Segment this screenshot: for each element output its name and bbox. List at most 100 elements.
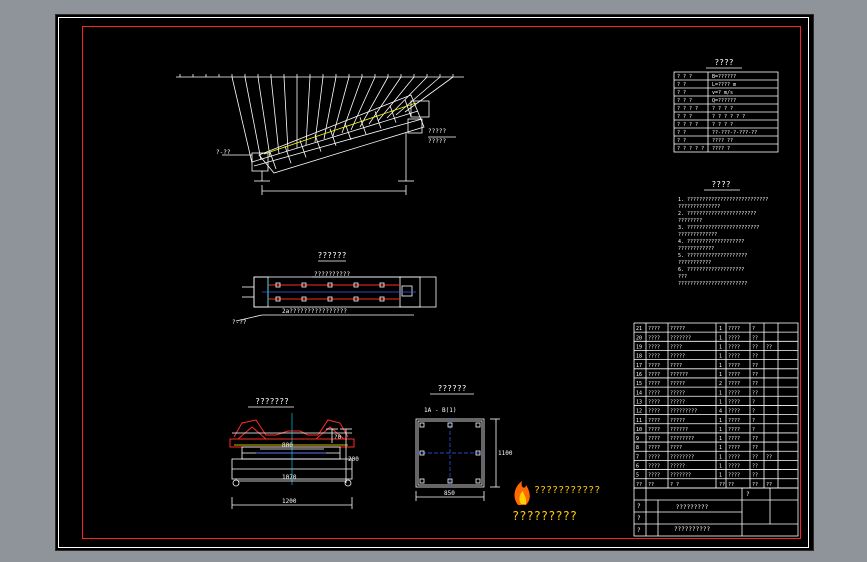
specs-key: ? ?	[677, 90, 686, 96]
bom-cell: ?	[752, 326, 755, 332]
notes-title: ????	[711, 180, 730, 189]
watermark: ??????????? ?????????	[512, 481, 600, 523]
bom-cell: 18	[636, 354, 642, 360]
specs-key: ? ? ?	[677, 114, 692, 120]
bom-cell: ??	[752, 390, 758, 396]
note-line: 5. ????????????????????	[678, 253, 747, 259]
section-b-height-dim: 1100	[498, 450, 513, 457]
bom-row: 20???????????1??????	[636, 335, 758, 341]
bom-cell: 6	[636, 464, 639, 470]
bom-cell: ????	[728, 354, 740, 360]
plan-bottom-dim: 2a????????????????	[282, 308, 347, 315]
bom-cell: ??	[719, 482, 725, 488]
bom-cell: 1	[719, 445, 722, 451]
bom-cell: ????	[648, 427, 660, 433]
bom-cell: 1	[719, 372, 722, 378]
cad-viewport[interactable]: ?-?? ????? ????? ?????? ?????????? 2a???…	[55, 14, 814, 551]
bom-cell: ?	[752, 427, 755, 433]
bom-cell: 20	[636, 335, 642, 341]
bom-cell: ????????	[670, 436, 694, 442]
bom-row: 19????????1????????	[636, 344, 772, 350]
bom-cell: ?????????	[670, 409, 697, 415]
bom-row: 18?????????1??????	[636, 354, 758, 360]
bom-cell: 5	[636, 473, 639, 479]
bom-cell: ??	[752, 454, 758, 460]
bom-cell: ?????	[670, 390, 685, 396]
bom-cell: ? ?	[670, 482, 679, 488]
bom-cell: ?????	[670, 326, 685, 332]
bom-cell: ???????	[670, 473, 691, 479]
bom-cell: 19	[636, 344, 642, 350]
bom-cell: 16	[636, 372, 642, 378]
bom-cell: ??	[752, 482, 758, 488]
bom-cell: ????	[728, 427, 740, 433]
section-a-height-dim: 200	[348, 456, 359, 463]
bom-row: 9????????????1??????	[636, 436, 758, 442]
specs-row: ? ? ?Q=??????	[677, 98, 736, 104]
bom-cell: ??	[766, 344, 772, 350]
bom-cell: ??	[766, 454, 772, 460]
bom-cell: ??	[648, 482, 654, 488]
bom-row: 5???????????1??????	[636, 473, 758, 479]
bom-cell: ????	[728, 381, 740, 387]
bom-cell: 4	[719, 409, 722, 415]
bom-cell: ????	[728, 436, 740, 442]
bom-cell: ??	[752, 372, 758, 378]
note-line: ????????????	[678, 246, 714, 252]
specs-key: ? ? ?	[677, 74, 692, 80]
specs-value: ? ? ? ? ? ?	[712, 114, 745, 120]
bom-cell: 1	[719, 335, 722, 341]
bom-cell: 12	[636, 409, 642, 415]
bom-cell: ????	[670, 363, 682, 369]
bom-cell: ?????	[670, 464, 685, 470]
bom-row: 15?????????2??????	[636, 381, 758, 387]
specs-key: ? ? ? ?	[677, 106, 698, 112]
specs-key: ? ?	[677, 82, 686, 88]
note-line: 3. ????????????????????????	[678, 225, 759, 231]
specs-row: ? ? ? B=??????	[677, 74, 736, 80]
bom-cell: ????	[728, 454, 740, 460]
bom-cell: 1	[719, 473, 722, 479]
bom-table: 21?????????1?????20???????????1??????19?…	[633, 322, 799, 489]
bom-row: 7????????????1????????	[636, 454, 772, 460]
specs-key: ? ?	[677, 130, 686, 136]
flame-logo-icon	[514, 481, 530, 505]
bom-cell: ????	[728, 418, 740, 424]
note-line: ?????????????	[678, 232, 717, 238]
bom-cell: ????	[648, 363, 660, 369]
bom-cell: 1	[719, 427, 722, 433]
note-line: ???	[678, 274, 687, 280]
bom-cell: 17	[636, 363, 642, 369]
elevation-view: ?-?? ????? ?????	[176, 74, 464, 195]
specs-value: Q=??????	[712, 98, 736, 104]
bom-cell: 14	[636, 390, 642, 396]
specs-title: ????	[714, 58, 733, 67]
note-line: ???????????????????????	[678, 281, 747, 287]
section-a-inner-dim: 800	[282, 442, 293, 449]
bom-cell: 1	[719, 344, 722, 350]
specs-value: B=??????	[712, 74, 736, 80]
bom-cell: ?????	[670, 381, 685, 387]
note-line: 6. ???????????????????	[678, 267, 744, 273]
section-b-view: ?????? 1A - B(1) 850 1100	[415, 384, 513, 501]
specs-row: ? ? ? ? ? ? ? ? ?	[677, 114, 745, 120]
bom-cell: ?	[752, 418, 755, 424]
bom-cell: ????	[670, 445, 682, 451]
bom-cell: ????	[648, 399, 660, 405]
svg-text:?0: ?0	[334, 434, 342, 441]
bom-cell: ????	[728, 326, 740, 332]
specs-key: ? ? ? ?	[677, 122, 698, 128]
bom-cell: 21	[636, 326, 642, 332]
bom-cell: 13	[636, 399, 642, 405]
bom-cell: 1	[719, 363, 722, 369]
bom-cell: 1	[719, 390, 722, 396]
svg-text:?-??: ?-??	[232, 319, 247, 326]
bom-cell: 1	[719, 418, 722, 424]
bom-cell: ????	[648, 354, 660, 360]
bom-row: 12?????????????4?????	[636, 409, 755, 415]
note-line: 2. ???????????????????????	[678, 211, 756, 217]
bom-cell: ????	[728, 363, 740, 369]
bom-cell: 1	[719, 326, 722, 332]
bom-cell: ????	[670, 344, 682, 350]
notes-block: ???? 1. ??????????????????????????? ????…	[678, 180, 768, 287]
